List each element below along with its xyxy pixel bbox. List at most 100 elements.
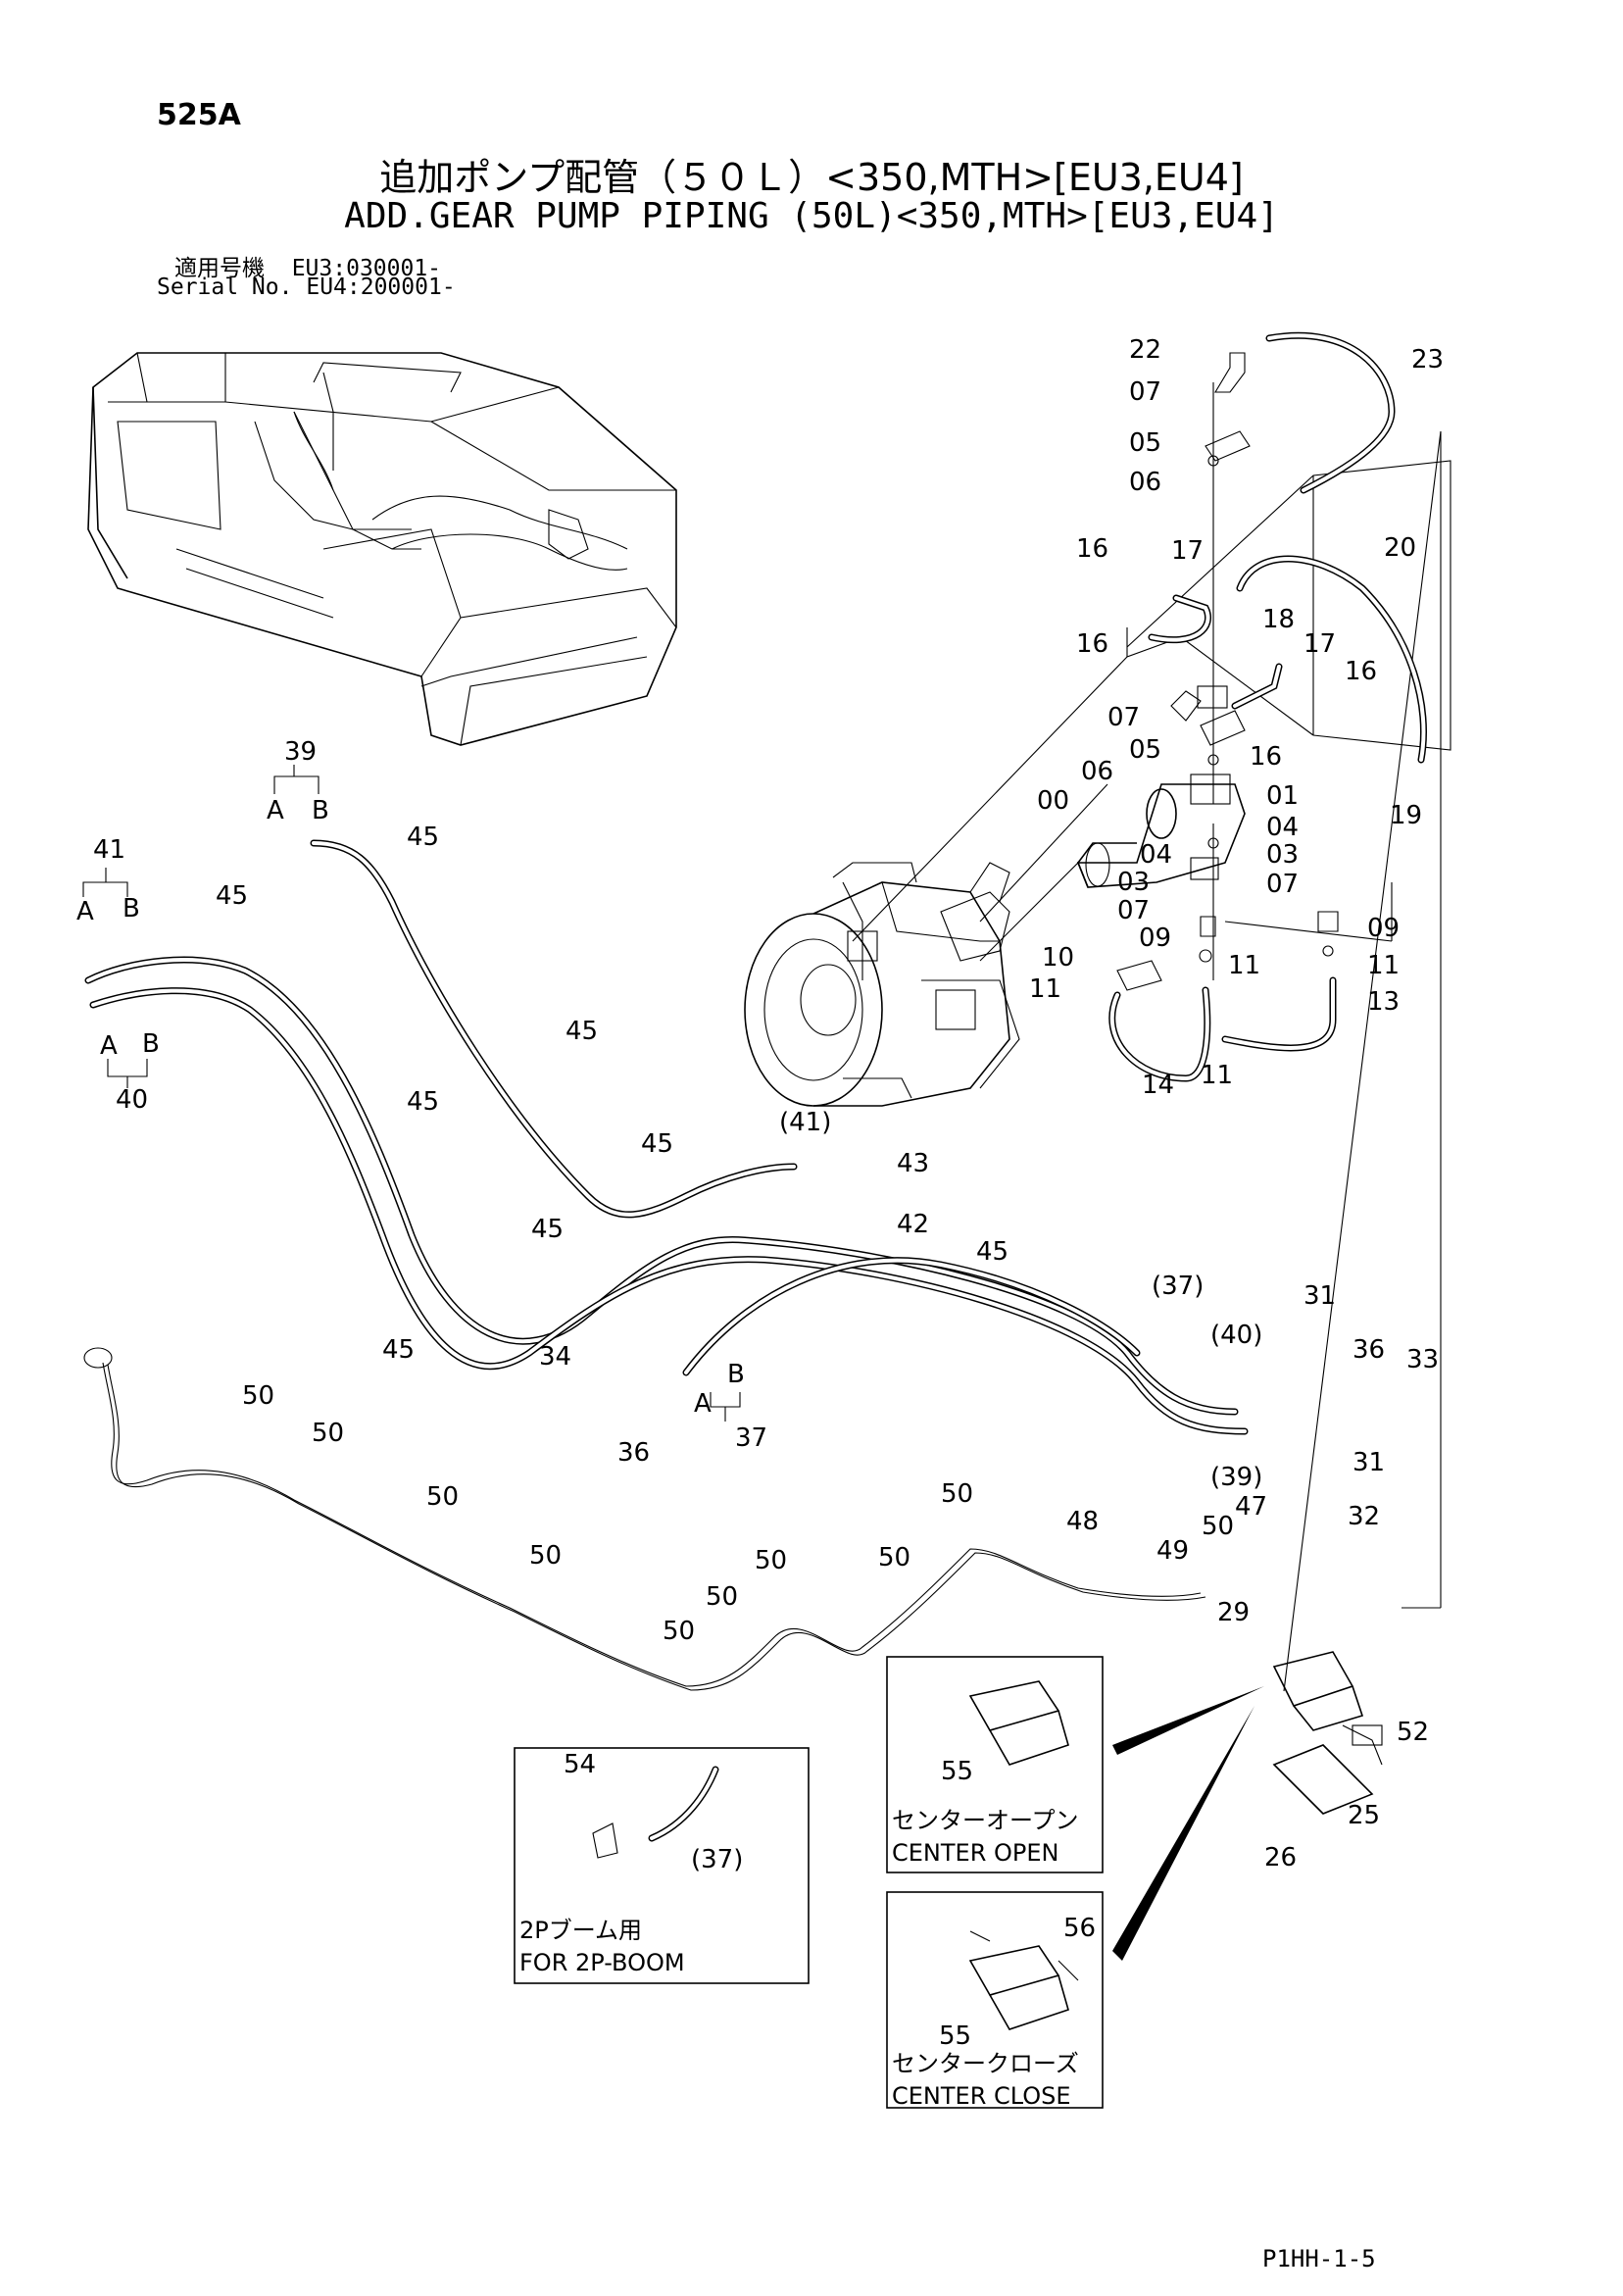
callout-45: 45 [407, 823, 439, 852]
callout-19: 19 [1390, 801, 1422, 830]
callout-09: 09 [1367, 914, 1400, 943]
callout-00: 00 [1037, 786, 1069, 816]
title-japanese: 追加ポンプ配管（５０Ｌ）<350,MTH>[EU3,EU4] [379, 156, 1244, 199]
callout-04: 04 [1140, 840, 1172, 870]
pump-fittings [852, 352, 1451, 1692]
callout-45: 45 [531, 1215, 564, 1244]
callout-47: 47 [1235, 1492, 1267, 1522]
callout-52: 52 [1397, 1718, 1429, 1747]
center-open-label-jp: センターオープン [892, 1807, 1079, 1834]
callout-26: 26 [1264, 1843, 1297, 1872]
callout-09: 09 [1139, 923, 1171, 953]
callout-20: 20 [1384, 533, 1416, 563]
callout-45: 45 [566, 1017, 598, 1046]
callout-55: 55 [939, 2021, 971, 2051]
callout-50: 50 [529, 1541, 562, 1571]
callout-39-b: B [312, 796, 329, 825]
callout-17: 17 [1303, 629, 1336, 659]
center-close-label-jp: センタークローズ [892, 2050, 1079, 2077]
callout-37: 37 [735, 1423, 767, 1453]
callout-07: 07 [1107, 703, 1140, 732]
callout-05: 05 [1129, 735, 1161, 765]
callout-17: 17 [1171, 536, 1204, 566]
callout-31: 31 [1303, 1281, 1336, 1311]
box-center-close [886, 1891, 1104, 2109]
callout-34: 34 [539, 1342, 571, 1372]
callout-11: 11 [1201, 1061, 1233, 1090]
callout-23: 23 [1411, 345, 1444, 374]
callout-42: 42 [897, 1210, 929, 1239]
callout-11: 11 [1029, 974, 1061, 1004]
callout-31: 31 [1352, 1448, 1385, 1477]
callout-18: 18 [1262, 605, 1295, 634]
callout-48: 48 [1066, 1507, 1099, 1536]
callout-41-a: A [76, 897, 94, 926]
pointer-close [1112, 1706, 1254, 1961]
callout-50: 50 [755, 1546, 787, 1575]
center-open-label-en: CENTER OPEN [892, 1839, 1058, 1867]
long-hoses [84, 839, 1249, 1435]
callout-16: 16 [1076, 534, 1108, 564]
callout-37-a: A [694, 1389, 712, 1419]
serial-jp-label: 適用号機 [174, 256, 265, 281]
wire-harness [83, 1347, 1206, 1691]
callout-36: 36 [1352, 1335, 1385, 1365]
callout-55: 55 [941, 1757, 973, 1786]
callout-16: 16 [1076, 629, 1108, 659]
callout-50: 50 [941, 1479, 973, 1509]
callout-11: 11 [1228, 951, 1260, 980]
box-boom [514, 1747, 810, 1984]
callout-54: 54 [564, 1750, 596, 1779]
callouts: 22 23 07 05 06 16 17 20 16 18 17 16 07 0… [76, 335, 1444, 2110]
callout-32: 32 [1348, 1502, 1380, 1531]
callout-16: 16 [1345, 657, 1377, 686]
callout-50: 50 [878, 1543, 910, 1572]
callout-56: 56 [1063, 1914, 1096, 1943]
title-english: ADD.GEAR PUMP PIPING (50L)<350,MTH>[EU3,… [344, 196, 1279, 236]
group-brackets [82, 765, 741, 1422]
callout-50: 50 [1202, 1512, 1234, 1541]
callout-45: 45 [382, 1335, 415, 1365]
callout-41-ref: (41) [779, 1108, 831, 1137]
callout-45: 45 [216, 881, 248, 911]
callout-13: 13 [1367, 987, 1400, 1017]
pointer-open [1112, 1686, 1264, 1755]
callout-50: 50 [706, 1582, 738, 1612]
callout-45: 45 [976, 1237, 1008, 1267]
serial-eu3: EU3:030001- [291, 256, 442, 281]
callout-25: 25 [1348, 1801, 1380, 1830]
box-center-open [886, 1656, 1104, 1873]
callout-14: 14 [1142, 1071, 1174, 1100]
callout-10: 10 [1042, 943, 1074, 973]
callout-39-a: A [267, 796, 284, 825]
pump-hoses [1108, 331, 1427, 1082]
callout-50: 50 [312, 1419, 344, 1448]
serial-row-jp: 適用号機 EU3:030001- [157, 249, 441, 282]
callout-40-b: B [142, 1029, 160, 1059]
callout-16: 16 [1250, 742, 1282, 772]
callout-50: 50 [663, 1617, 695, 1646]
callout-36: 36 [617, 1438, 650, 1468]
valve-block [1272, 1651, 1383, 1815]
callout-50: 50 [242, 1381, 274, 1411]
callout-50: 50 [426, 1482, 459, 1512]
callout-37-ref: (37) [691, 1845, 743, 1874]
callout-03: 03 [1117, 868, 1150, 897]
callout-40-a: A [100, 1031, 118, 1061]
callout-43: 43 [897, 1149, 929, 1178]
excavator-overview [87, 352, 677, 746]
callout-29: 29 [1217, 1598, 1250, 1627]
callout-41: 41 [93, 835, 125, 865]
boom-label-jp: 2Pブーム用 [519, 1917, 642, 1944]
callout-33: 33 [1406, 1345, 1439, 1374]
callout-07: 07 [1266, 870, 1299, 899]
serial-en-label: Serial No. [157, 275, 293, 300]
serial-eu4: EU4:200001- [306, 275, 456, 300]
callout-49: 49 [1156, 1536, 1189, 1566]
main-pump-assembly [744, 862, 1020, 1107]
callout-06: 06 [1081, 757, 1113, 786]
gear-pump [1076, 774, 1246, 888]
callout-07: 07 [1117, 896, 1150, 925]
callout-37-b: B [727, 1360, 745, 1389]
